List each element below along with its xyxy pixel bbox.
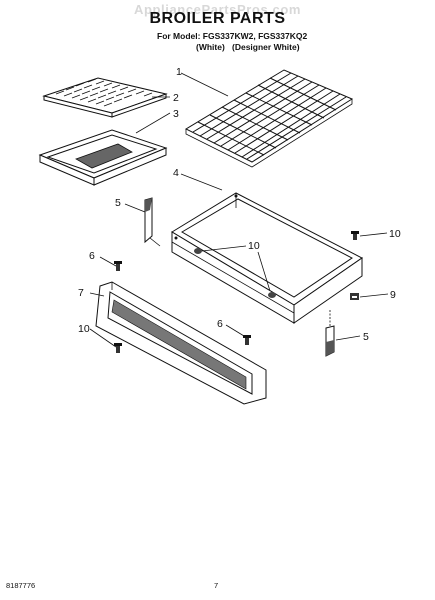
model-line: For Model: FGS337KW2, FGS337KQ2 xyxy=(157,31,308,41)
callout-5-left: 5 xyxy=(115,197,121,209)
callout-1: 1 xyxy=(176,66,182,78)
callout-10-panel: 10 xyxy=(78,323,90,335)
callout-6-right: 6 xyxy=(217,318,223,330)
callout-9: 9 xyxy=(390,289,396,301)
broiler-pan-grid xyxy=(42,77,168,118)
callout-7: 7 xyxy=(78,287,84,299)
callout-2: 2 xyxy=(173,92,179,104)
variant-white: (White) xyxy=(196,42,225,52)
screw-icon xyxy=(114,231,359,353)
diagram-title: BROILER PARTS xyxy=(149,10,286,27)
drawer-front-panel xyxy=(95,281,267,405)
callout-5-right: 5 xyxy=(363,331,369,343)
oven-rack xyxy=(184,69,354,168)
document-number: 8187776 xyxy=(6,581,36,590)
drawer-slide-right xyxy=(325,310,335,357)
callout-10-drawer-right: 10 xyxy=(389,228,401,240)
callout-3: 3 xyxy=(173,108,179,120)
watermark: AppliancePartsPros.com xyxy=(133,2,302,17)
callout-4: 4 xyxy=(173,167,179,179)
leader-lines xyxy=(89,72,389,348)
callout-6-left: 6 xyxy=(89,250,95,262)
clip-icon xyxy=(350,293,359,300)
callout-10-drawer-left: 10 xyxy=(248,240,260,252)
variant-designer-white: (Designer White) xyxy=(232,42,300,52)
broiler-drawer xyxy=(171,192,363,324)
broiler-pan xyxy=(38,129,168,186)
drawer-slide-left xyxy=(144,197,161,247)
page-number: 7 xyxy=(214,581,219,590)
